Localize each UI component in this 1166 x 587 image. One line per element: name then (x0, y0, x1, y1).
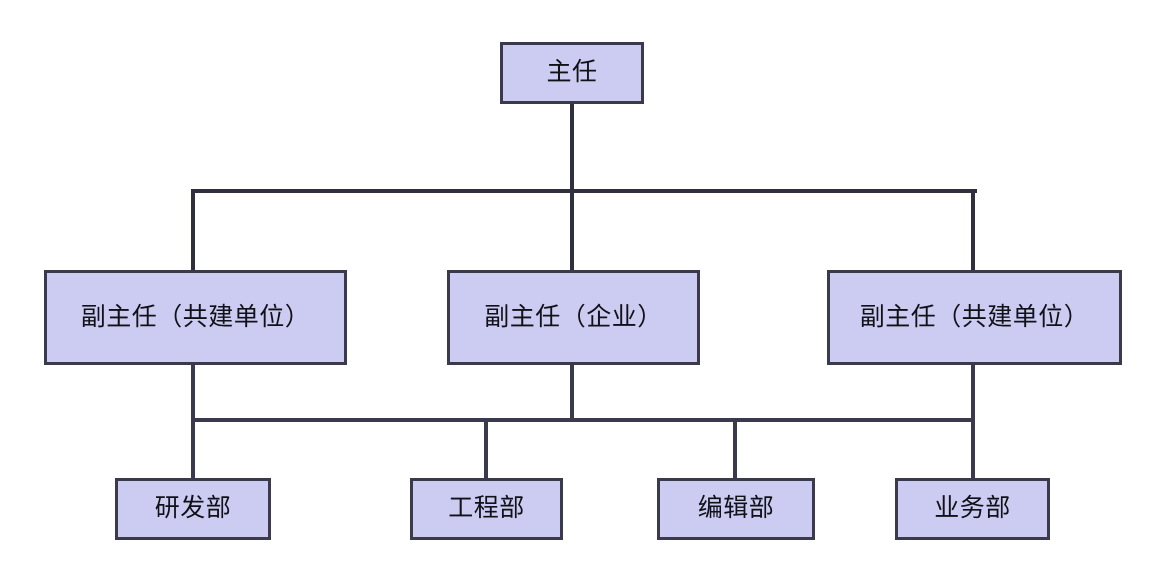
connector-drop-dept-editorial (733, 418, 737, 480)
node-dept-business-label: 业务部 (934, 494, 1011, 523)
connector-deputy-bus (191, 189, 977, 193)
node-deputy-center[interactable]: 副主任（企业） (447, 270, 700, 365)
node-dept-business[interactable]: 业务部 (895, 478, 1050, 540)
node-director-label: 主任 (546, 58, 598, 87)
node-dept-engineering-label: 工程部 (448, 494, 525, 523)
connector-stem-deputy-left (191, 365, 195, 480)
node-dept-editorial[interactable]: 编辑部 (657, 478, 815, 540)
connector-stem-deputy-center (570, 365, 574, 422)
connector-director-stem (570, 104, 574, 193)
node-deputy-right[interactable]: 副主任（共建单位） (827, 270, 1122, 365)
node-deputy-right-label: 副主任（共建单位） (859, 302, 1090, 331)
node-deputy-center-label: 副主任（企业） (484, 302, 663, 331)
connector-drop-deputy-left (191, 189, 195, 272)
node-dept-engineering[interactable]: 工程部 (410, 478, 563, 540)
node-dept-rd-label: 研发部 (154, 494, 232, 523)
connector-drop-deputy-center (570, 189, 574, 272)
connector-stem-deputy-right (971, 365, 975, 480)
connector-drop-deputy-right (971, 189, 975, 272)
node-dept-editorial-label: 编辑部 (697, 494, 775, 523)
node-deputy-left[interactable]: 副主任（共建单位） (44, 270, 347, 365)
node-dept-rd[interactable]: 研发部 (115, 478, 271, 540)
connector-drop-dept-engineering (484, 418, 488, 480)
node-director[interactable]: 主任 (500, 42, 644, 104)
node-deputy-left-label: 副主任（共建单位） (80, 302, 311, 331)
connector-department-bus (191, 418, 975, 422)
